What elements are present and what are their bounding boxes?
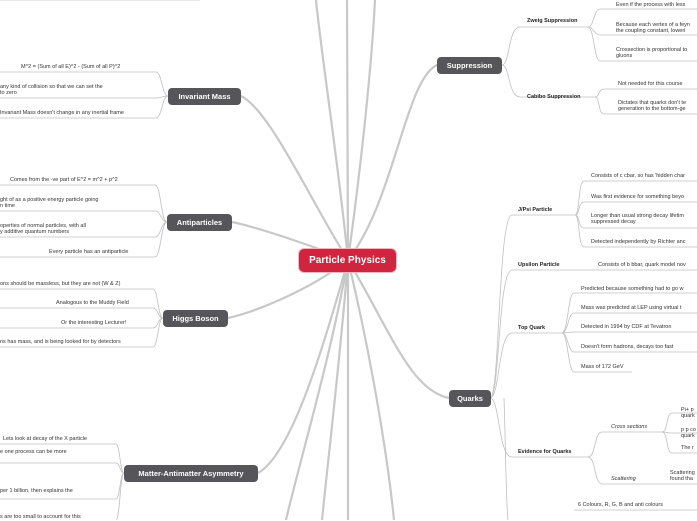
branch-scattering[interactable]: Scattering [611, 476, 636, 482]
branch-cross-sections[interactable]: Cross sections [611, 424, 648, 430]
leaf-invariant-3: Invariant Mass doesn't change in any ine… [0, 110, 124, 116]
topic-invariant-mass[interactable]: Invariant Mass [168, 88, 241, 105]
leaf-jpsi-3: Longer than usual strong decay lifetim [591, 213, 684, 219]
leaf-scattering-1: Scattering [670, 470, 695, 476]
leaf-zweig-3b: gluons [616, 53, 633, 59]
leaf-top-4: Doesn't form hadrons, decays too fast [581, 344, 674, 350]
branch-jpsi-particle[interactable]: J/Psi Particle [518, 207, 553, 213]
topic-suppression[interactable]: Suppression [437, 57, 502, 74]
leaf-anti-3: operties of normal particles, with all [0, 223, 86, 229]
topic-quarks[interactable]: Quarks [449, 390, 491, 407]
branch-upsilon-particle[interactable]: Upsilon Particle [518, 262, 560, 268]
leaf-jpsi-4: Detected independently by Richter anc [591, 239, 686, 245]
root-node[interactable]: Particle Physics [299, 249, 396, 272]
leaf-zweig-1: Even if the process with less [616, 2, 686, 8]
leaf-invariant-2b: to zero [0, 90, 17, 96]
leaf-top-2: Mass was predicted at LEP using virtual … [581, 305, 682, 311]
leaf-cross-1b: quark [681, 413, 695, 419]
branch-cabibo-suppression[interactable]: Cabibo Suppression [527, 94, 581, 100]
leaf-cabibo-1: Not needed for this course [618, 81, 683, 87]
leaf-zweig-2b: the coupling constant, loweri [616, 28, 686, 34]
leaf-zweig-2: Because each vertex of a feyn [616, 22, 690, 28]
leaf-scattering-1b: found tha [670, 476, 693, 482]
leaf-top-1: Predicted because something had to go w [581, 286, 684, 292]
topic-higgs-boson[interactable]: Higgs Boson [163, 310, 228, 327]
leaf-invariant-1: M^2 = (Sum of all E)^2 - (Sum of all P)^… [21, 64, 121, 70]
leaf-higgs-3: Or the interesting Lecturer! [61, 320, 127, 326]
leaf-cabibo-2: Dictates that quarks don't te [618, 100, 687, 106]
leaf-higgs-2: Analogous to the Muddy Field [56, 300, 129, 306]
leaf-anti-2: ght of as a positive energy particle goi… [0, 197, 99, 203]
leaf-cabibo-2b: generation to the bottom-ge [618, 106, 686, 112]
leaf-cross-1: Pi+ p [681, 407, 694, 413]
leaf-jpsi-2: Was first evidence for something beyo [591, 194, 685, 200]
leaf-cross-2b: quark [681, 433, 695, 439]
leaf-colours: 6 Colours, R, G, B and anti colours [578, 502, 663, 508]
leaf-asym-4: s are too small to account for this [0, 514, 81, 520]
leaf-anti-3b: y additive quantum numbers [0, 229, 70, 235]
leaf-anti-1: Comes from the -ve part of E^2 = m^2 + p… [10, 177, 118, 183]
leaf-anti-2b: n time [0, 203, 15, 209]
leaf-higgs-1: ons should be massless, but they are not… [0, 281, 121, 287]
branch-evidence-for-quarks[interactable]: Evidence for Quarks [518, 449, 572, 455]
leaf-top-5: Mass of 172 GeV [581, 364, 624, 370]
leaf-upsilon-1: Consists of b bbar, quark model nov [598, 262, 686, 268]
leaf-anti-4: Every particle has an antiparticle [49, 249, 129, 255]
leaf-invariant-2: any kind of collision so that we can set… [0, 84, 103, 90]
topic-matter-antimatter-asymmetry[interactable]: Matter-Antimatter Asymmetry [124, 465, 258, 482]
leaf-asym-3: per 1 billion, then explains the [0, 488, 73, 494]
leaf-jpsi-1: Consists of c cbar, so has 'hidden char [591, 173, 685, 179]
branch-top-quark[interactable]: Top Quark [518, 325, 546, 331]
leaf-cross-3: The r [681, 445, 694, 451]
leaf-higgs-4: ns has mass, and is being looked for by … [0, 339, 121, 345]
leaf-top-3: Detected in 1994 by CDF at Tevatron [581, 324, 672, 330]
leaf-asym-1: Lets look at decay of the X particle [3, 436, 88, 442]
leaf-asym-2: e one process can be more [0, 449, 67, 455]
branch-zweig-suppression[interactable]: Zweig Suppression [527, 18, 578, 24]
leaf-cross-2: p p co [681, 427, 696, 433]
leaf-jpsi-3b: suppressed decay [591, 219, 636, 225]
topic-antiparticles[interactable]: Antiparticles [167, 214, 232, 231]
leaf-zweig-3: Crossection is proportional to [616, 47, 688, 53]
